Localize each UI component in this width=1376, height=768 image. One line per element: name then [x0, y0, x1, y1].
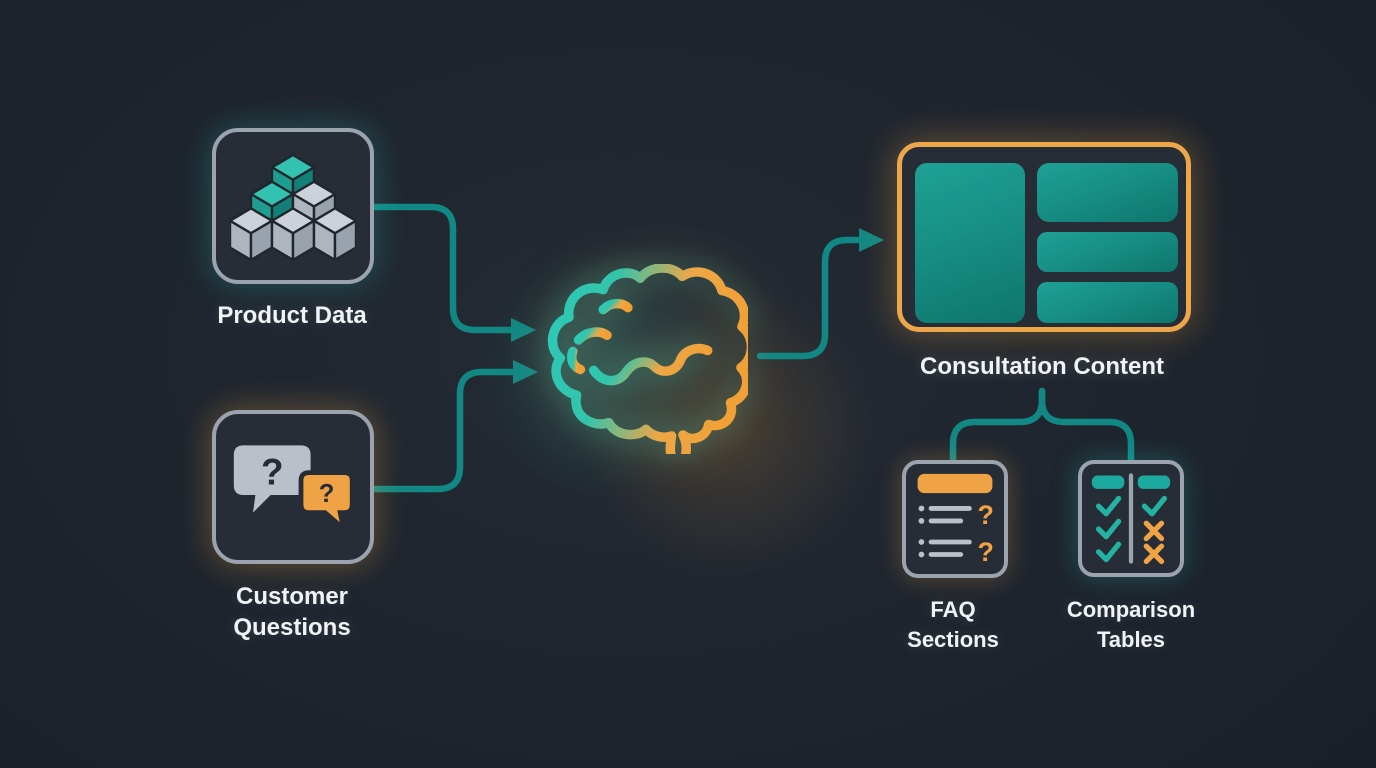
- arrowhead-customer: [513, 360, 538, 384]
- wireframe-right-panel-3: [1037, 282, 1178, 323]
- brain-icon: [542, 264, 748, 454]
- wireframe-right-panel-1: [1037, 163, 1178, 222]
- comparison-tables-label: Comparison Tables: [1066, 597, 1196, 652]
- faq-question-mark-2: ?: [977, 537, 993, 567]
- wireframe-right-panel-2: [1037, 232, 1178, 272]
- consultation-content-box: [897, 142, 1191, 332]
- connector-product-to-brain: [370, 203, 515, 334]
- consultation-content-label: Consultation Content: [920, 353, 1164, 380]
- comparison-tables-box: [1078, 460, 1184, 577]
- connector-consultation-to-comparison: [1038, 387, 1135, 463]
- faq-list-icon: ? ?: [917, 473, 994, 567]
- connector-brain-to-consultation: [756, 236, 861, 360]
- comparison-table-icon: [1091, 473, 1171, 565]
- arrowhead-consultation: [859, 228, 884, 252]
- faq-sections-label: FAQ Sections: [907, 597, 999, 652]
- wireframe-main-panel: [915, 163, 1025, 323]
- customer-questions-label: Customer Questions: [233, 583, 351, 641]
- faq-sections-box: ? ?: [902, 460, 1008, 578]
- faq-question-mark-1: ?: [977, 500, 993, 530]
- arrowhead-product: [511, 318, 536, 342]
- gray-bubble-question-mark: ?: [261, 452, 283, 493]
- customer-questions-box: ? ?: [212, 410, 374, 564]
- connector-customer-to-brain: [370, 368, 516, 493]
- product-data-box: [212, 128, 374, 284]
- cubes-icon: [230, 153, 356, 260]
- product-data-label: Product Data: [217, 302, 367, 329]
- connector-consultation-to-faq: [949, 387, 1046, 463]
- chat-question-bubbles-icon: ? ?: [233, 445, 355, 532]
- orange-bubble-question-mark: ?: [319, 480, 335, 508]
